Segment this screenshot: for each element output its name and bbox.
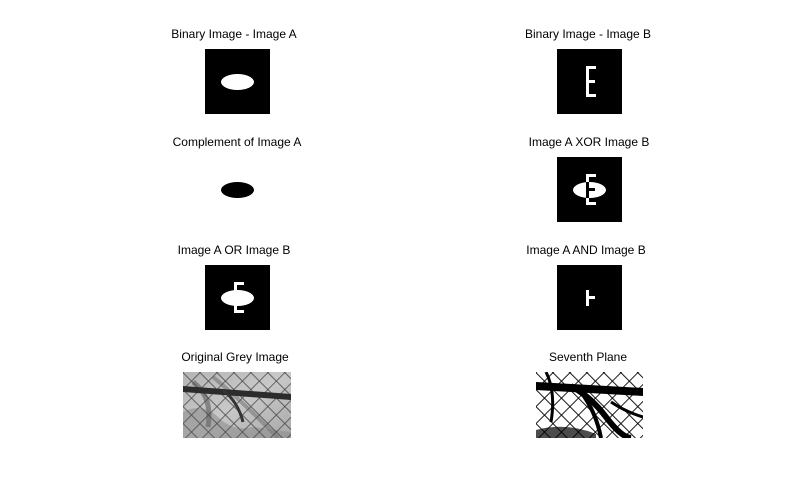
seventh-plane-image xyxy=(536,372,643,438)
image-a-and-image-b xyxy=(557,265,622,330)
image-a-xor-image-b xyxy=(557,157,622,222)
image-a-or-image-b xyxy=(205,265,270,330)
binary-image-b xyxy=(557,49,622,114)
title-complement-image-a: Complement of Image A xyxy=(172,135,302,149)
title-seventh-plane: Seventh Plane xyxy=(548,350,628,364)
title-image-a-and-image-b: Image A AND Image B xyxy=(526,243,646,257)
title-binary-image-b: Binary Image - Image B xyxy=(524,27,652,41)
original-grey-image xyxy=(183,372,291,438)
title-original-grey-image: Original Grey Image xyxy=(181,350,289,364)
complement-image-a xyxy=(205,157,270,222)
title-image-a-xor-image-b: Image A XOR Image B xyxy=(528,135,650,149)
binary-image-a xyxy=(205,49,270,114)
title-binary-image-a: Binary Image - Image A xyxy=(171,27,297,41)
title-image-a-or-image-b: Image A OR Image B xyxy=(177,243,291,257)
